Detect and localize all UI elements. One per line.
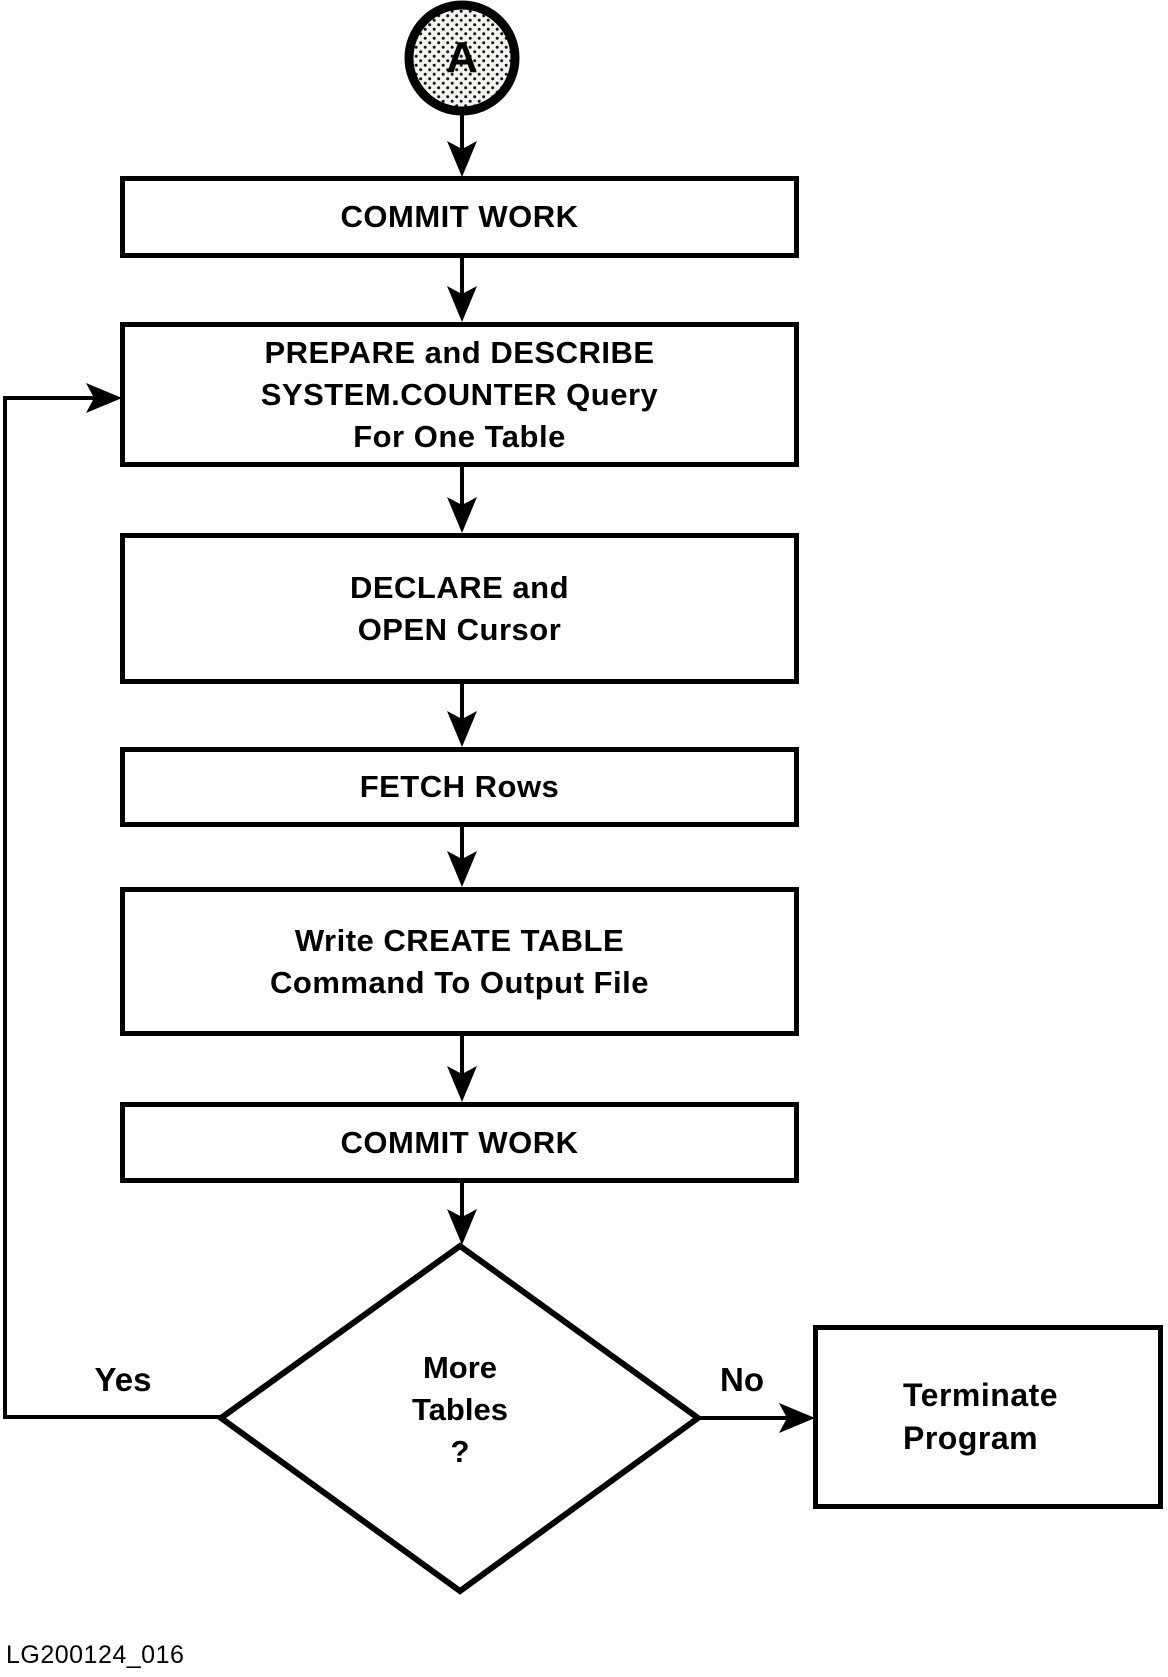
arrow-head-circle-to-commit1 [447,141,477,177]
process-box-line: FETCH Rows [359,769,560,804]
decision-line: ? [450,1434,470,1469]
arrow-head-write-to-commit2 [447,1066,477,1102]
process-box-write-create-table: Write CREATE TABLE Command To Output Fil… [120,887,799,1036]
arrow-head-no-branch [779,1403,815,1433]
arrow-head-declare-to-fetch [447,711,477,747]
arrow-head-yes-branch [86,383,122,413]
decision-more-tables-label: More Tables ? [335,1347,585,1473]
process-box-line: DECLARE and [349,569,570,605]
process-box-line: COMMIT WORK [340,1124,579,1160]
arrow-head-fetch-to-write [447,851,477,887]
decision-line: More [422,1350,498,1385]
arrow-head-prepare-to-declare [447,497,477,533]
arrow-head-commit1-to-prepare [447,286,477,322]
connector-circle [404,0,520,116]
decision-diamond [215,1242,704,1595]
process-box-prepare-describe: PREPARE and DESCRIBE SYSTEM.COUNTER Quer… [120,322,799,467]
decision-line: Tables [412,1392,508,1427]
process-box-commit-work-2: COMMIT WORK [120,1102,799,1183]
connector-a-text: A [446,33,478,82]
arrow-head-commit2-to-decision [447,1209,477,1245]
process-box-line: Write CREATE TABLE [294,922,625,958]
loop-line-yes-branch [3,396,221,1419]
branch-label-yes: Yes [94,1361,152,1398]
process-box-line: For One Table [353,418,566,454]
terminal-box-line: Terminate [903,1377,1059,1413]
process-box-fetch-rows: FETCH Rows [120,747,799,827]
process-box-declare-open-cursor: DECLARE and OPEN Cursor [120,533,799,684]
process-box-commit-work-1: COMMIT WORK [120,176,799,258]
process-box-line: SYSTEM.COUNTER Query [260,376,659,412]
connector-a-label: A [407,2,517,114]
terminal-box-terminate-program: Terminate Program [813,1325,1163,1509]
process-box-line: COMMIT WORK [340,199,579,234]
process-box-line: OPEN Cursor [357,611,562,647]
process-box-line: Command To Output File [270,964,649,1000]
process-box-line: PREPARE and DESCRIBE [264,334,655,370]
terminal-box-line: Program [903,1420,1039,1456]
branch-label-no: No [720,1361,764,1398]
figure-id-label: LG200124_016 [6,1641,185,1669]
